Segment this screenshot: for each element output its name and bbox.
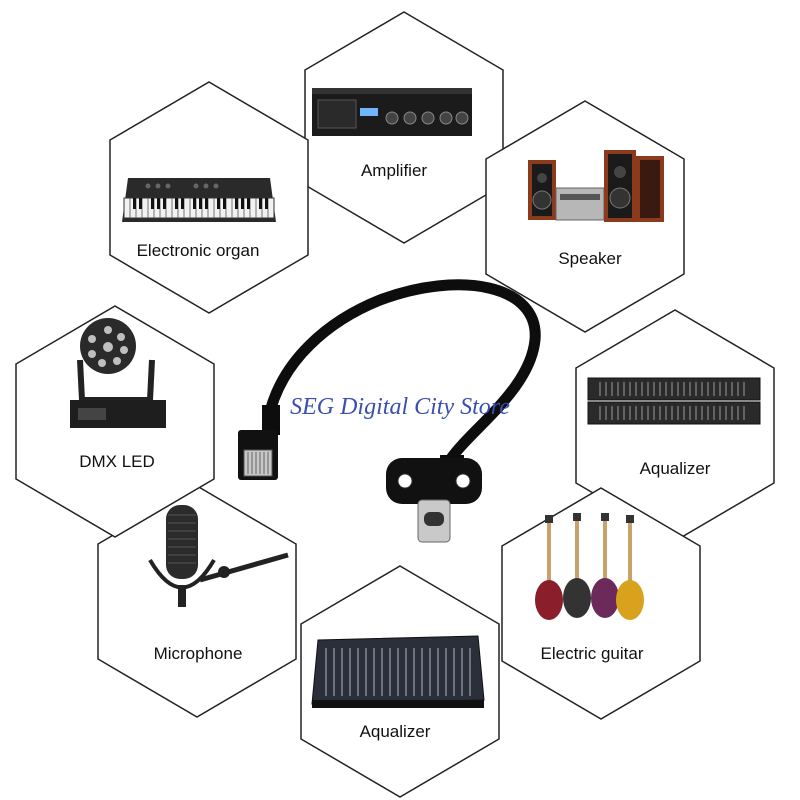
hexagon-frame xyxy=(97,485,297,718)
tile-label: Aqualizer xyxy=(640,459,711,478)
tile-label: Electronic organ xyxy=(137,241,260,260)
tile-label: Electric guitar xyxy=(541,644,644,663)
tile-speaker: Speaker xyxy=(485,100,685,333)
moving-head-light-icon xyxy=(70,318,166,428)
tile-dmx-led: DMX LED xyxy=(15,305,215,538)
tile-amplifier: Amplifier xyxy=(304,11,504,244)
tile-microphone: Microphone xyxy=(97,485,297,718)
mixing-console-icon xyxy=(311,635,485,708)
tile-electric-guitar: Electric guitar xyxy=(501,487,701,720)
tile-equalizer-rack: Aqualizer xyxy=(575,309,775,542)
tile-mixer: Aqualizer xyxy=(300,565,500,798)
tile-label: DMX LED xyxy=(79,452,155,471)
keyboard-icon xyxy=(122,178,276,222)
tile-label: Microphone xyxy=(154,644,243,663)
amplifier-icon xyxy=(312,88,472,136)
store-watermark: SEG Digital City Store xyxy=(290,394,510,420)
usb-cable xyxy=(238,279,541,543)
electric-guitar-icon xyxy=(535,513,644,620)
tile-label: Amplifier xyxy=(361,161,427,180)
tile-label: Aqualizer xyxy=(360,722,431,741)
tiles-ring: Amplifier Speaker xyxy=(15,11,775,798)
header-connector xyxy=(238,405,280,480)
tile-label: Speaker xyxy=(558,249,622,268)
tile-electronic-organ: Electronic organ xyxy=(109,81,309,314)
equalizer-rack-icon xyxy=(587,377,761,425)
type-c-panel-connector xyxy=(386,455,482,543)
microphone-icon xyxy=(148,505,289,607)
speaker-icon xyxy=(528,150,664,222)
